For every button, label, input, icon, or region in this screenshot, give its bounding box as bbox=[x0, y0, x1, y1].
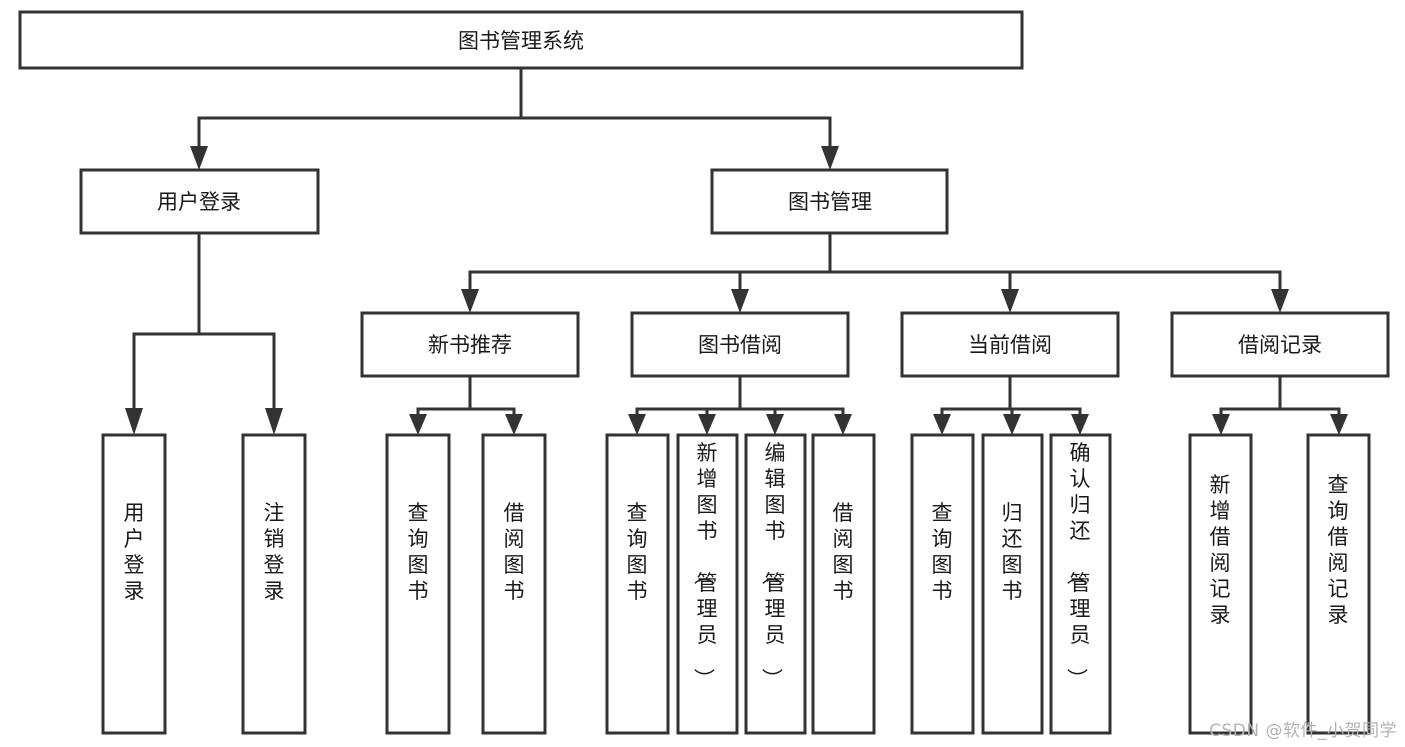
arrow-to-leaf-query-book-2 bbox=[628, 414, 646, 435]
leaf-label-edit-book: 编辑图书（管理员） bbox=[760, 441, 786, 689]
node-label-book-management: 图书管理 bbox=[788, 190, 872, 214]
node-label-root: 图书管理系统 bbox=[458, 29, 584, 53]
leaf-box-add-book[interactable] bbox=[676, 433, 739, 735]
leaf-node-query-record[interactable]: 查询借阅记录 bbox=[1306, 433, 1371, 735]
node-box-new-book-recommendation[interactable] bbox=[360, 311, 580, 378]
arrow-to-leaf-borrow-book-2 bbox=[834, 414, 852, 435]
arrow-to-leaf-return-book bbox=[1003, 414, 1021, 435]
node-box-borrowing-records[interactable] bbox=[1170, 311, 1390, 378]
node-book-borrowing[interactable]: 图书借阅 bbox=[630, 311, 850, 378]
node-user-login[interactable]: 用户登录 bbox=[79, 168, 320, 235]
leaf-label-logout: 注销登录 bbox=[264, 501, 285, 603]
csdn-watermark: CSDN @软件_小贺同学 bbox=[1209, 721, 1397, 741]
node-label-new-book-recommendation: 新书推荐 bbox=[428, 333, 512, 357]
leaf-node-edit-book[interactable]: 编辑图书（管理员） bbox=[744, 433, 807, 735]
leaf-label-return-book: 归还图书 bbox=[1002, 501, 1023, 603]
arrow-to-leaf-add-book bbox=[698, 414, 716, 435]
leaf-node-return-book[interactable]: 归还图书 bbox=[981, 433, 1044, 735]
leaf-node-logout[interactable]: 注销登录 bbox=[241, 433, 307, 735]
node-current-borrowing[interactable]: 当前借阅 bbox=[900, 311, 1120, 378]
leaf-box-query-book-2[interactable] bbox=[605, 433, 670, 735]
leaf-node-query-book-3[interactable]: 查询图书 bbox=[910, 433, 975, 735]
arrow-to-leaf-logout bbox=[265, 408, 283, 435]
node-new-book-recommendation[interactable]: 新书推荐 bbox=[360, 311, 580, 378]
leaf-box-return-book[interactable] bbox=[981, 433, 1044, 735]
arrow-to-current-borrowing bbox=[1001, 289, 1019, 313]
leaf-box-confirm-return[interactable] bbox=[1049, 433, 1112, 735]
node-box-book-management[interactable] bbox=[710, 168, 949, 235]
leaf-label-user-login: 用户登录 bbox=[124, 501, 145, 603]
arrow-to-borrowing-records bbox=[1271, 289, 1289, 313]
arrow-to-leaf-borrow-book-1 bbox=[505, 414, 523, 435]
node-box-user-login[interactable] bbox=[79, 168, 320, 235]
node-book-management[interactable]: 图书管理 bbox=[710, 168, 949, 235]
arrow-to-leaf-query-book-1 bbox=[409, 414, 427, 435]
node-book-management-system[interactable]: 图书管理系统 bbox=[18, 10, 1024, 70]
leaf-node-borrow-book-1[interactable]: 借阅图书 bbox=[481, 433, 547, 735]
arrow-root-to-user-login bbox=[190, 146, 208, 170]
node-label-user-login: 用户登录 bbox=[157, 190, 241, 214]
leaf-box-query-record[interactable] bbox=[1306, 433, 1371, 735]
leaf-node-query-book-1[interactable]: 查询图书 bbox=[385, 433, 451, 735]
arrow-to-new-book-recommendation bbox=[461, 289, 479, 313]
node-box-book-borrowing[interactable] bbox=[630, 311, 850, 378]
arrow-to-leaf-add-record bbox=[1212, 414, 1230, 435]
leaf-box-query-book-3[interactable] bbox=[910, 433, 975, 735]
node-box-current-borrowing[interactable] bbox=[900, 311, 1120, 378]
leaf-box-borrow-book-2[interactable] bbox=[811, 433, 876, 735]
arrow-to-leaf-query-record bbox=[1330, 414, 1348, 435]
leaf-node-borrow-book-2[interactable]: 借阅图书 bbox=[811, 433, 876, 735]
leaf-label-borrow-book-1: 借阅图书 bbox=[504, 501, 525, 603]
arrow-to-leaf-user-login bbox=[125, 408, 143, 435]
leaf-label-query-book-1: 查询图书 bbox=[408, 501, 429, 603]
leaf-node-confirm-return[interactable]: 确认归还（管理员） bbox=[1049, 433, 1112, 735]
leaf-node-user-login[interactable]: 用户登录 bbox=[101, 433, 167, 735]
arrow-to-leaf-query-book-3 bbox=[933, 414, 951, 435]
arrow-to-book-borrowing bbox=[731, 289, 749, 313]
leaf-box-borrow-book-1[interactable] bbox=[481, 433, 547, 735]
arrow-to-leaf-confirm-return bbox=[1071, 414, 1089, 435]
leaf-box-edit-book[interactable] bbox=[744, 433, 807, 735]
leaf-box-query-book-1[interactable] bbox=[385, 433, 451, 735]
leaf-label-add-record: 新增借阅记录 bbox=[1210, 473, 1231, 627]
leaf-label-query-book-2: 查询图书 bbox=[627, 501, 648, 603]
leaf-box-logout[interactable] bbox=[241, 433, 307, 735]
node-box-root[interactable] bbox=[18, 10, 1024, 70]
connector-layer bbox=[125, 66, 1348, 435]
leaf-node-add-book[interactable]: 新增图书（管理员） bbox=[676, 433, 739, 735]
node-label-borrowing-records: 借阅记录 bbox=[1238, 333, 1322, 357]
leaf-label-query-record: 查询借阅记录 bbox=[1328, 473, 1349, 627]
leaf-label-query-book-3: 查询图书 bbox=[932, 501, 953, 603]
node-label-current-borrowing: 当前借阅 bbox=[968, 333, 1052, 357]
leaf-label-borrow-book-2: 借阅图书 bbox=[833, 501, 854, 603]
leaf-box-add-record[interactable] bbox=[1188, 433, 1253, 735]
leaf-label-confirm-return: 确认归还（管理员） bbox=[1065, 441, 1091, 689]
leaf-node-add-record[interactable]: 新增借阅记录 bbox=[1188, 433, 1253, 735]
leaf-label-add-book: 新增图书（管理员） bbox=[692, 441, 718, 689]
node-borrowing-records[interactable]: 借阅记录 bbox=[1170, 311, 1390, 378]
node-label-book-borrowing: 图书借阅 bbox=[698, 333, 782, 357]
arrow-to-leaf-edit-book bbox=[766, 414, 784, 435]
leaf-node-query-book-2[interactable]: 查询图书 bbox=[605, 433, 670, 735]
leaf-box-user-login[interactable] bbox=[101, 433, 167, 735]
arrow-root-to-book-management bbox=[821, 146, 839, 170]
